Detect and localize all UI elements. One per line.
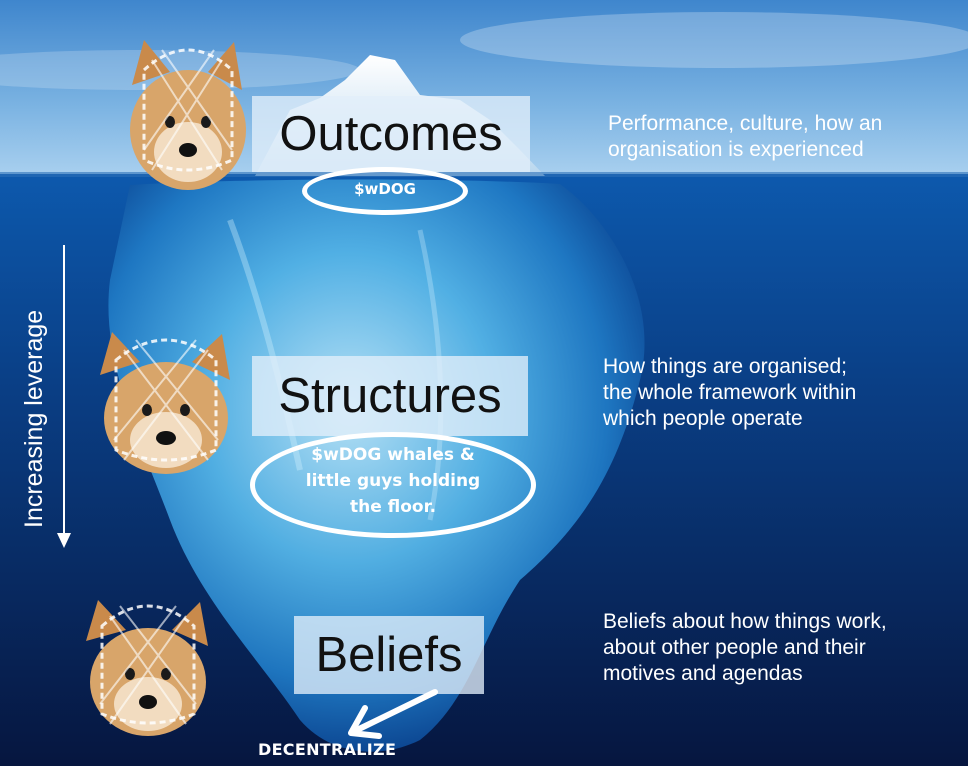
structures-description: How things are organised; the whole fram… (603, 355, 857, 430)
holders-note: $wDOG whales & little guys holding the f… (305, 445, 481, 517)
dog-icon (100, 332, 230, 474)
dog-icon (130, 40, 246, 190)
beliefs-description: Beliefs about how things work, about oth… (603, 610, 887, 685)
token-oval (302, 167, 468, 215)
side-axis-label: Increasing leverage (20, 309, 48, 528)
token-text: $wDOG (354, 180, 416, 198)
arrow-down-icon (57, 245, 71, 548)
beliefs-label: Beliefs (294, 616, 484, 694)
dog-icon (86, 600, 208, 736)
outcomes-description: Performance, culture, how an organisatio… (608, 112, 883, 161)
holders-oval (250, 432, 536, 538)
outcomes-label: Outcomes (252, 96, 530, 172)
structures-label: Structures (252, 356, 528, 436)
arrow-down-left-icon (348, 689, 438, 739)
decentralize-caption: DECENTRALIZE (258, 740, 397, 759)
